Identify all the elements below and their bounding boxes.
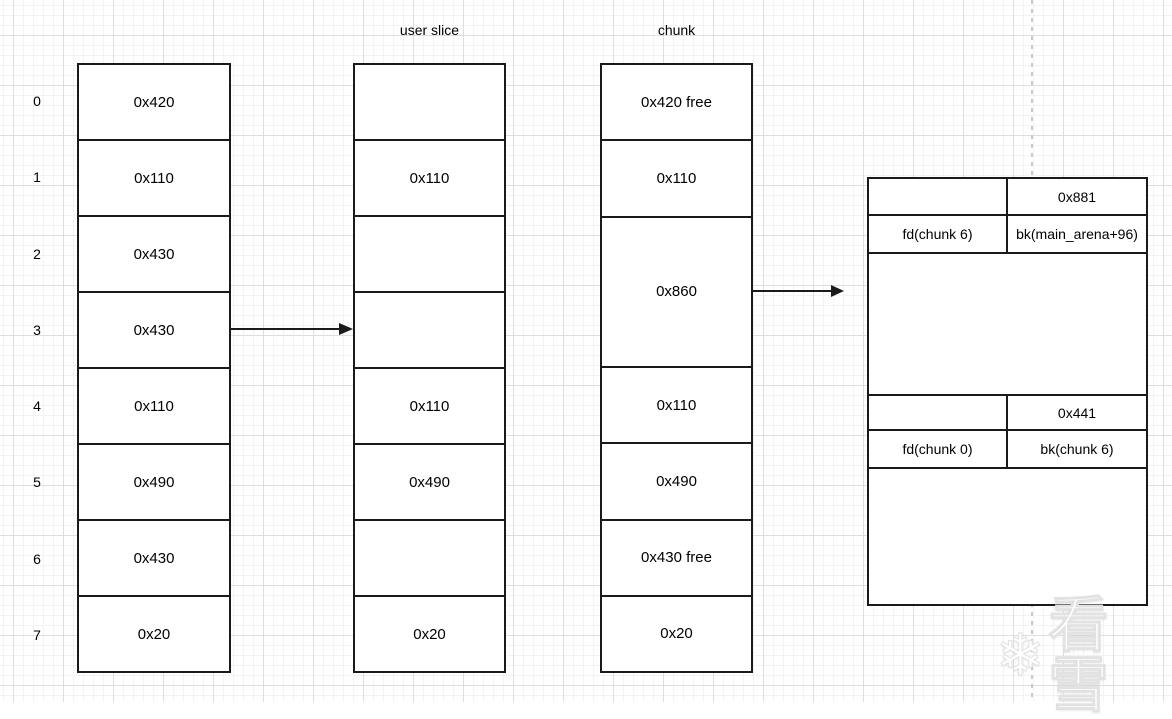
memory-cell: 0x110 <box>79 367 229 443</box>
row-index-label: 4 <box>33 398 41 415</box>
chunk-a-bk-cell: bk(main_arena+96) <box>1016 226 1138 242</box>
row-index-label: 7 <box>33 626 41 643</box>
alloc-size-column: 0x420 0x110 0x430 0x430 0x110 0x490 0x43… <box>77 63 231 673</box>
memory-cell: 0x430 free <box>602 518 751 595</box>
memory-cell: 0x490 <box>79 443 229 519</box>
chunk-b-prev-size-cell <box>869 396 1008 429</box>
memory-cell-merged: 0x860 <box>602 215 751 367</box>
kanxue-watermark: ❄ 看雪 <box>996 595 1172 716</box>
memory-cell: 0x490 <box>355 443 504 519</box>
chunk-a-fd-bk-row: fd(chunk 6) bk(main_arena+96) <box>869 214 1146 252</box>
memory-cell: 0x110 <box>355 367 504 443</box>
chunk-b-data-area <box>869 467 1146 604</box>
user-slice-column-title: user slice <box>399 22 460 38</box>
memory-cell: 0x420 free <box>641 93 712 111</box>
row-index-labels: 0 1 2 3 4 5 6 7 <box>20 63 54 673</box>
memory-cell: 0x20 <box>79 595 229 671</box>
memory-cell: 0x430 <box>79 291 229 367</box>
chunk-a-size-cell: 0x881 <box>1057 188 1097 205</box>
memory-cell <box>355 65 504 139</box>
chunk-detail-box: 0x881 fd(chunk 6) bk(main_arena+96) 0x44… <box>867 177 1148 606</box>
chunk-b-fd-cell: fd(chunk 0) <box>869 431 1008 467</box>
chunk-b-size-cell: 0x441 <box>1057 404 1097 421</box>
memory-cell <box>355 519 504 595</box>
chunk-b-bk-cell: bk(chunk 6) <box>1040 441 1114 457</box>
user-slice-column: 0x110 0x110 0x490 0x20 <box>353 63 506 673</box>
row-index-label: 2 <box>33 245 41 262</box>
row-index-label: 1 <box>33 169 41 186</box>
memory-cell: 0x110 <box>355 139 504 215</box>
memory-cell: 0x430 <box>79 519 229 595</box>
memory-cell <box>355 215 504 291</box>
memory-cell: 0x110 <box>602 139 751 215</box>
chunk-b-size-row: 0x441 <box>869 394 1146 429</box>
row-index-label: 6 <box>33 550 41 567</box>
row-index-label: 0 <box>33 93 41 110</box>
arrow-alloc3-to-user-slice-icon <box>231 323 353 335</box>
memory-cell: 0x110 <box>79 139 229 215</box>
row-index-label: 3 <box>33 321 41 338</box>
memory-cell <box>355 291 504 367</box>
chunk-a-size-row: 0x881 <box>869 179 1146 214</box>
chunk-b-fd-bk-row: fd(chunk 0) bk(chunk 6) <box>869 429 1146 467</box>
chunk-column: 0x420 free 0x110 0x860 0x110 0x490 0x430… <box>600 63 753 673</box>
chunk-a-data-area <box>869 252 1146 394</box>
chunk-a-fd-cell: fd(chunk 6) <box>869 216 1008 252</box>
watermark-text: 看雪 <box>1048 592 1111 719</box>
memory-cell: 0x20 <box>355 595 504 671</box>
memory-cell: 0x110 <box>602 366 751 442</box>
chunk-column-title: chunk <box>657 22 696 38</box>
chunk-a-prev-size-cell <box>869 179 1008 214</box>
memory-cell: 0x490 <box>602 442 751 518</box>
memory-cell: 0x420 <box>133 93 175 111</box>
memory-cell: 0x430 <box>79 215 229 291</box>
row-index-label: 5 <box>33 474 41 491</box>
snowflake-icon: ❄ <box>996 623 1046 688</box>
memory-cell: 0x20 <box>602 594 751 671</box>
arrow-chunk-0x860-to-detail-icon <box>753 285 844 297</box>
